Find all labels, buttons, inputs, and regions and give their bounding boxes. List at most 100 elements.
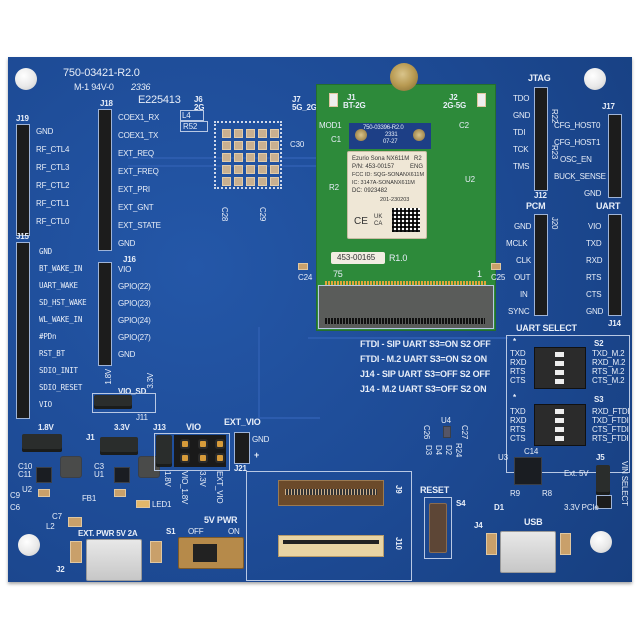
- r52-ref: R52: [183, 122, 198, 131]
- adapter-date: 2331: [385, 132, 398, 138]
- uart-header[interactable]: [608, 214, 622, 316]
- pcm-header[interactable]: [534, 214, 548, 316]
- power-switch-off-label: OFF: [188, 527, 204, 536]
- uart-pin-label: GND: [586, 307, 604, 316]
- s3-switch-4[interactable]: [555, 436, 564, 441]
- j18-pin-label: EXT_PRI: [118, 185, 150, 194]
- s3-switch-2[interactable]: [555, 418, 564, 423]
- passive-ref: C10: [18, 462, 33, 471]
- s2-switch-2[interactable]: [555, 361, 564, 366]
- cap-c29-label: C29: [258, 207, 267, 222]
- j5-ref: J5: [596, 453, 605, 462]
- cap-c25: [491, 263, 501, 270]
- l4-box: [180, 110, 204, 121]
- vin-select-header[interactable]: [596, 495, 612, 509]
- usb-port[interactable]: [500, 531, 556, 573]
- power-switch[interactable]: [178, 537, 244, 569]
- j13-title: VIO: [186, 422, 201, 432]
- s3-switch-1[interactable]: [555, 409, 564, 414]
- j11-outline: [92, 393, 156, 413]
- s2-right-label: CTS_M.2: [592, 376, 625, 385]
- module-ref-label: BT-2G: [343, 101, 366, 110]
- l4-ref: L4: [182, 111, 191, 120]
- connector-j10: [278, 535, 384, 557]
- reset-button[interactable]: [429, 503, 447, 553]
- j15-pin-label: VIO: [39, 400, 52, 409]
- jtag-pin-label: TDO: [513, 94, 530, 103]
- s3-right-label: TXD_FTDI: [592, 416, 629, 425]
- j13-jumper[interactable]: [156, 435, 172, 467]
- mounting-hole-top-left: [15, 68, 37, 90]
- card-label-sticker: 453-00165: [331, 252, 385, 264]
- ext-vio-header[interactable]: [234, 432, 250, 464]
- connector-j9: [278, 480, 384, 506]
- bga-pad: [258, 129, 267, 138]
- j18-pin-label: COEX1_RX: [118, 113, 160, 122]
- s3-switch-3[interactable]: [555, 427, 564, 432]
- bga-pad: [234, 153, 243, 162]
- s2-switch-1[interactable]: [555, 352, 564, 357]
- vio-sd-jumper[interactable]: [94, 395, 132, 409]
- j15-ref: J15: [16, 232, 29, 241]
- ufl-connector: [355, 129, 367, 141]
- r8-ref: R8: [542, 489, 552, 498]
- uart-select-note: J14 - SIP UART S3=OFF S2 OFF: [360, 369, 491, 379]
- sip-dc: DC: 0923482: [352, 188, 388, 194]
- j15-pin-label: GND: [39, 247, 52, 256]
- j13-label: 1.8V: [163, 471, 172, 487]
- j17-pin-label: BUCK_SENSE: [554, 172, 606, 181]
- power-switch-on-label: ON: [228, 527, 240, 536]
- bga-pad: [270, 177, 279, 186]
- regulator-u1: [114, 467, 130, 483]
- j9-ref: J9: [394, 485, 403, 494]
- cap-c13: [486, 533, 497, 555]
- trace: [308, 337, 508, 339]
- vin-select-pcie-label: 3.3V PCIe: [564, 503, 599, 512]
- j16-header[interactable]: [98, 262, 112, 366]
- sip-fcc: FCC ID: SQG-SONANX611M: [352, 172, 425, 178]
- j17-header[interactable]: [608, 114, 622, 198]
- j20-ref: J20: [550, 217, 559, 230]
- sip-mark-ukca: UK CA: [374, 214, 383, 227]
- j13-header[interactable]: [174, 435, 226, 467]
- j1-jumper[interactable]: [100, 437, 138, 455]
- r23-label: R23: [550, 145, 559, 160]
- j6-label: 2G: [194, 103, 205, 112]
- j12-ref: J12: [534, 191, 547, 200]
- j3-jumper[interactable]: [22, 434, 62, 452]
- uart-select-title: UART SELECT: [516, 323, 577, 333]
- card-edge-contacts: [325, 281, 487, 286]
- power-switch-slider[interactable]: [193, 544, 217, 562]
- j16-pin-label: GND: [118, 350, 136, 359]
- j6-ref: J6: [194, 95, 203, 104]
- jtag-header[interactable]: [534, 87, 548, 191]
- s2-dip-switch[interactable]: [534, 347, 586, 389]
- chip-u4: [443, 426, 451, 438]
- j18-header[interactable]: [98, 109, 112, 251]
- j18-pin-label: EXT_FREQ: [118, 167, 159, 176]
- ext-power-usb-port[interactable]: [86, 539, 142, 581]
- jtag-pin-label: TMS: [513, 162, 530, 171]
- s3-dip-switch[interactable]: [534, 404, 586, 446]
- j15-pin-label: WL_WAKE_IN: [39, 315, 83, 324]
- mounting-hole-bottom-left: [18, 534, 40, 556]
- s3-star: *: [513, 393, 516, 402]
- sip-name: Ezurio Sona NX611M: [352, 156, 410, 162]
- s2-switch-4[interactable]: [555, 379, 564, 384]
- module-ref: C1: [331, 135, 341, 144]
- j13-pin: [200, 455, 206, 461]
- ffc-area-outline: [246, 471, 412, 581]
- module-ref: J1: [347, 93, 356, 102]
- s2-switch-3[interactable]: [555, 370, 564, 375]
- j10-ref: J10: [394, 537, 403, 550]
- s3-left-label: RTS: [510, 425, 526, 434]
- bga-pad: [270, 165, 279, 174]
- j15-header[interactable]: [16, 242, 30, 419]
- vin-select-jumper[interactable]: [596, 465, 610, 495]
- bga-pad: [234, 177, 243, 186]
- passive-ref: U1: [94, 470, 104, 479]
- j19-pin-label: RF_CTL1: [36, 199, 70, 208]
- s3-left-label: TXD: [510, 407, 526, 416]
- j19-header[interactable]: [16, 124, 30, 236]
- j2-ref: J2: [56, 565, 65, 574]
